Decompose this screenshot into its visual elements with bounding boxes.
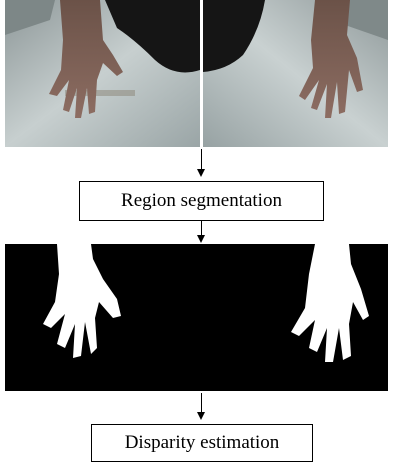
- left-view-image: [5, 0, 200, 147]
- right-view-image: [203, 0, 388, 147]
- stereo-image-pair: [5, 0, 388, 147]
- arrow-down-icon: [197, 149, 207, 177]
- arrow-down-icon: [197, 393, 207, 420]
- disparity-estimation-step: Disparity estimation: [91, 424, 313, 462]
- segmented-mask-pair: [5, 244, 388, 391]
- region-segmentation-step: Region segmentation: [79, 181, 324, 221]
- right-hand-mask: [291, 244, 369, 362]
- step-label: Region segmentation: [121, 190, 282, 212]
- left-hand-mask: [43, 244, 121, 358]
- step-label: Disparity estimation: [125, 432, 280, 454]
- arrow-down-icon: [197, 221, 207, 243]
